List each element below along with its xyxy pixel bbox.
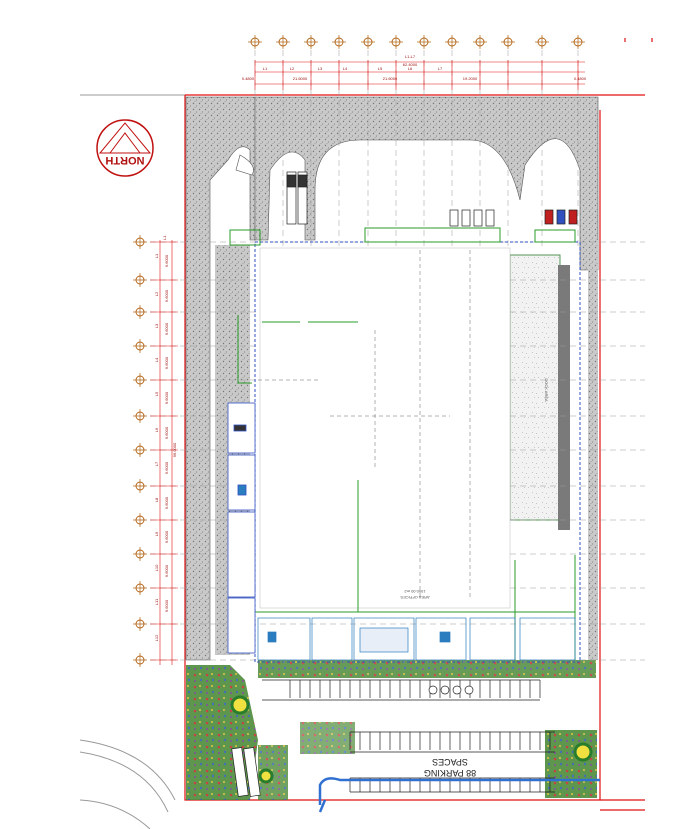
top-grid-bubble [535,35,549,49]
left-dimension-text: 9.6000 [164,391,169,404]
left-grid-label: L6 [154,427,159,432]
left-overall-grid: L1 [162,235,167,240]
left-grid-bubble [133,339,147,353]
left-dimension-text: 9.6000 [164,530,169,543]
accessible-parking-icons [428,685,474,695]
top-dimension-text: 21.6000 [383,76,398,81]
left-overall-dimension: 96.0000 [172,442,177,457]
top-grid-bubble [332,35,346,49]
left-dimension-text: 9.6000 [164,322,169,335]
parking-label-line1: 88 PARKING [424,768,476,778]
left-grid-label: L12 [154,634,159,641]
office-label: AREA OFFICES [400,595,429,600]
top-grid-label: L1 [263,66,268,71]
left-dimension-text: 9.6000 [164,254,169,267]
top-grid-bubble [361,35,375,49]
left-grid-label: L3 [154,323,159,328]
top-grid-label: L5 [378,66,383,71]
left-grid-label: L4 [154,357,159,362]
left-grid-bubble [133,653,147,667]
top-overall-dimension: 62.4000 [403,62,418,67]
left-dimension-text: 9.6000 [164,461,169,474]
dock-label: DOCK AREA [544,378,549,402]
top-grid-bubble [248,35,262,49]
left-grid-bubble [133,617,147,631]
top-grid-label: L4 [343,66,348,71]
left-dimension-texts: 9.6000 9.6000 9.6000 9.6000 9.6000 9.6000 9.60… [154,253,177,641]
truck-docks [286,171,578,227]
left-grid-bubble [133,443,147,457]
left-grid-bubble [133,479,147,493]
left-grid-label: L10 [154,564,159,571]
top-dimension-texts: 0.4800 21.6000 21.6000 19.2000 0.4800 L1 L2 L3 L… [242,66,587,81]
left-grid-bubble [133,273,147,287]
top-grid-label: L2 [290,66,295,71]
site-boundary [184,38,653,811]
left-dimension-text: 9.6000 [164,426,169,439]
north-label: NORTH [105,154,144,166]
left-grid-label: L7 [154,461,159,466]
parking-area [262,679,555,793]
top-grid-bubble [571,35,585,49]
left-grid-label: L5 [154,391,159,396]
left-grid-label: L1 [154,253,159,258]
top-overall-grid: L1-L7 [405,54,416,59]
top-dimension-lines [254,60,585,90]
left-dimension-text: 9.6000 [164,564,169,577]
top-dimension-text: 0.4800 [574,76,587,81]
side-rooms [227,402,256,654]
top-grid-bubble [445,35,459,49]
top-grid-label: L6 [408,66,413,71]
street-curves [79,94,185,829]
left-dimension-text: 9.6000 [164,289,169,302]
drain-line [318,777,600,805]
left-grid-label: L11 [154,598,159,605]
office-area: 1950.00 m2 [404,589,426,594]
top-grid-label: L3 [318,66,323,71]
left-grid-label: L8 [154,497,159,502]
top-dimension-text: 21.6000 [293,76,308,81]
left-dimension-lines [150,240,178,665]
left-dimension-text: 9.6000 [164,599,169,612]
left-grid-bubble [133,513,147,527]
office-partitions [229,227,576,660]
internal-dash-lines [258,250,471,600]
landscape-areas [186,660,597,800]
left-grid-label: L9 [154,531,159,536]
left-grid-label: L2 [154,291,159,296]
top-grid-bubble [501,35,515,49]
top-dimension-text: 0.4800 [242,76,255,81]
top-grid-label: L7 [438,66,443,71]
left-grid-bubble [133,235,147,249]
top-grid-bubble [304,35,318,49]
concrete-area [509,254,561,521]
left-grid-bubble [133,305,147,319]
warehouse-building [254,241,581,663]
top-grid-bubble [473,35,487,49]
left-grid-bubble [133,373,147,387]
left-dimension-text: 9.6000 [164,356,169,369]
parking-label-line2: SPACES [432,757,468,767]
top-grid-bubble [417,35,431,49]
left-dimension-text: 9.6000 [164,496,169,509]
top-dimension-text: 19.2000 [463,76,478,81]
entry-stalls [231,747,261,797]
left-grid-bubble [133,547,147,561]
top-grid-bubble [389,35,403,49]
north-arrow: NORTH [96,119,154,177]
parking-stalls [289,680,551,792]
left-grid-bubble [133,581,147,595]
top-grid-bubble [276,35,290,49]
left-grid-bubble [133,409,147,423]
office-rooms [257,617,576,661]
dark-strip [558,265,570,530]
top-grid-markers [248,35,585,49]
left-grid-markers [133,235,147,667]
